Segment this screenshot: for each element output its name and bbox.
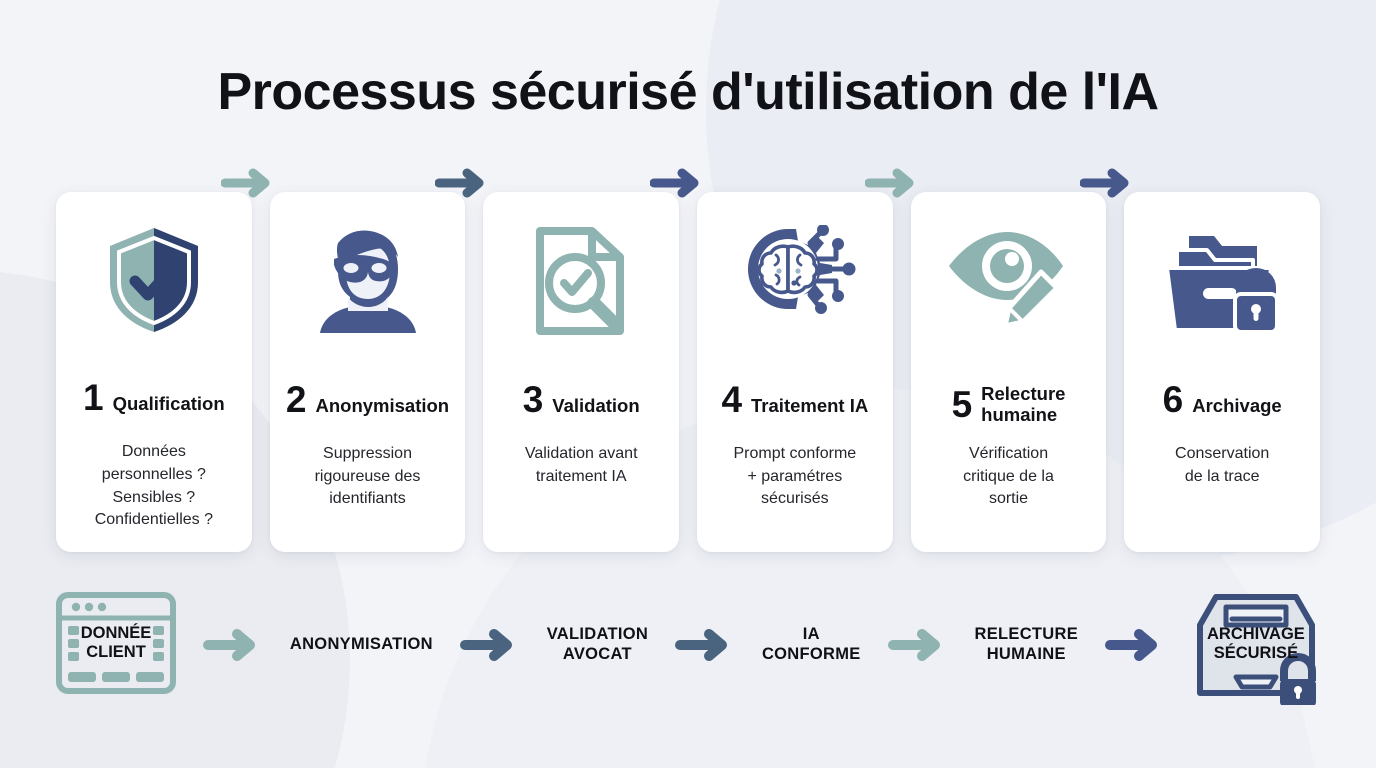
step-arrow-3-icon	[649, 168, 706, 198]
step-heading: 1 Qualification	[83, 379, 225, 425]
step-title: Traitement IA	[751, 395, 869, 416]
flow-arrow-3-icon	[675, 629, 735, 661]
step-number: 2	[285, 379, 307, 420]
step-card-qualification[interactable]: 1 Qualification Données personnelles ? S…	[56, 192, 252, 552]
step-title: Validation	[552, 395, 640, 416]
flow-arrow-4-icon	[887, 629, 948, 661]
step-heading: 5 Relecture humaine	[952, 381, 1066, 427]
document-magnifier-check-icon	[526, 218, 636, 343]
step-number: 3	[522, 379, 544, 420]
bottom-flow-row: DONNÉE CLIENT ANONYMISATION VALIDATION A…	[56, 580, 1320, 710]
archive-box-lock-outline-icon	[1196, 593, 1316, 707]
step-arrow-2-icon	[434, 168, 491, 198]
eye-pencil-icon	[945, 218, 1073, 343]
step-title: Qualification	[112, 393, 225, 415]
process-steps-row: 1 Qualification Données personnelles ? S…	[56, 192, 1321, 552]
step-heading: 6 Archivage	[1163, 381, 1282, 427]
step-card-traitement-ia[interactable]: 4 Traitement IA Prompt conforme + paramé…	[697, 192, 893, 552]
step-arrow-1-icon	[220, 168, 277, 198]
flow-arrow-2-icon	[459, 629, 520, 661]
step-description: Vérification critique de la sortie	[963, 445, 1054, 508]
step-title: Anonymisation	[315, 395, 450, 416]
flow-label-relecture-humaine: RELECTURE HUMAINE	[974, 625, 1079, 663]
step-arrow-5-icon	[1079, 168, 1136, 198]
archive-box-lock-icon	[1161, 218, 1283, 343]
step-card-archivage[interactable]: 6 Archivage Conservation de la trace	[1124, 192, 1321, 552]
step-arrow-4-icon	[864, 168, 921, 198]
step-title: Relecture humaine	[981, 382, 1066, 425]
step-card-validation[interactable]: 3 Validation Validation avant traitement…	[483, 192, 680, 552]
step-number: 6	[1162, 379, 1184, 420]
gear-brain-circuit-icon	[732, 218, 858, 343]
flow-label-anonymisation: ANONYMISATION	[289, 635, 433, 654]
masked-person-icon	[312, 218, 424, 343]
step-number: 5	[951, 383, 973, 425]
step-card-relecture-humaine[interactable]: 5 Relecture humaine Vérification critiqu…	[910, 192, 1107, 552]
shield-check-icon	[102, 218, 206, 341]
flow-label-validation-avocat: VALIDATION AVOCAT	[546, 625, 649, 663]
step-description: Validation avant traitement IA	[524, 445, 638, 485]
step-heading: 2 Anonymisation	[286, 381, 449, 427]
flow-arrow-1-icon	[202, 629, 263, 661]
step-heading: 4 Traitement IA	[721, 381, 868, 427]
flow-node-donnee-client[interactable]: DONNÉE CLIENT	[56, 591, 176, 699]
step-card-anonymisation[interactable]: 2 Anonymisation Suppression rigoureuse d…	[269, 192, 466, 552]
flow-arrow-5-icon	[1104, 629, 1165, 661]
step-description: Conservation de la trace	[1175, 445, 1270, 485]
page-title: Processus sécurisé d'utilisation de l'IA	[217, 63, 1159, 121]
step-title: Archivage	[1192, 395, 1282, 416]
flow-node-archivage-securise[interactable]: ARCHIVAGE SÉCURISÉ	[1192, 581, 1320, 710]
step-number: 1	[83, 377, 104, 419]
step-description: Suppression rigoureuse des identifiants	[314, 445, 421, 508]
step-description: Prompt conforme + paramétres sécurisés	[733, 445, 857, 508]
step-heading: 3 Validation	[523, 381, 640, 427]
browser-window-icon	[56, 591, 176, 694]
step-number: 4	[721, 379, 743, 420]
flow-label-ia-conforme: IA CONFORME	[761, 625, 861, 663]
step-description: Données personnelles ? Sensibles ? Confi…	[94, 443, 213, 529]
